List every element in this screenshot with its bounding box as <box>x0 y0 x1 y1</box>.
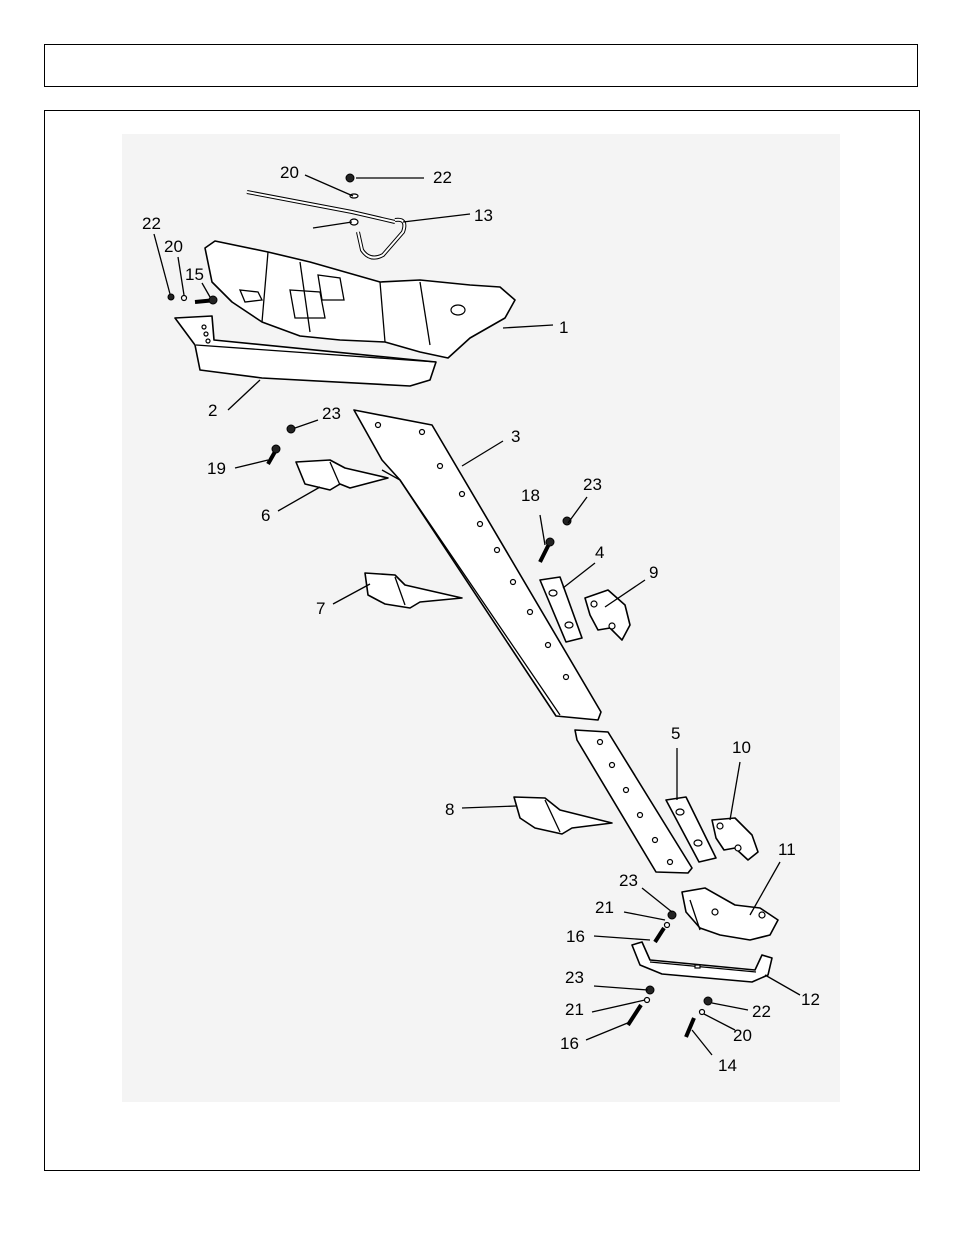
callout-19: 19 <box>207 459 226 478</box>
callout-3: 3 <box>511 427 520 446</box>
part-3-upper-bar <box>353 409 602 721</box>
part-2-guard-angle <box>174 315 437 387</box>
diagram-frame <box>44 110 920 1171</box>
hardware <box>167 173 713 1038</box>
callout-16: 16 <box>560 1034 579 1053</box>
part-6-knife-section <box>295 459 389 491</box>
part-13-rod <box>246 190 407 260</box>
callout-7: 7 <box>316 599 325 618</box>
header-box <box>44 44 918 87</box>
part-5-plate <box>665 796 717 863</box>
part-8-knife-section <box>513 796 613 835</box>
part-11-outer-shoe <box>681 887 779 941</box>
part-4-plate <box>539 576 583 643</box>
callout-4: 4 <box>595 543 604 562</box>
part-1-shoe <box>204 240 516 359</box>
callout-2: 2 <box>208 401 217 420</box>
callout-5: 5 <box>671 724 680 743</box>
callout-23: 23 <box>565 968 584 987</box>
part-5-lower-bar <box>574 729 693 874</box>
leader-lines <box>153 174 801 1056</box>
callout-20: 20 <box>733 1026 752 1045</box>
callout-21: 21 <box>595 898 614 917</box>
callout-23: 23 <box>322 404 341 423</box>
callout-22: 22 <box>752 1002 771 1021</box>
part-9-bracket <box>584 589 631 641</box>
callout-22: 22 <box>433 168 452 187</box>
callout-15: 15 <box>185 265 204 284</box>
callout-20: 20 <box>164 237 183 256</box>
part-7-knife-section <box>364 572 463 609</box>
callout-13: 13 <box>474 206 493 225</box>
callout-23: 23 <box>619 871 638 890</box>
callout-1: 1 <box>559 318 568 337</box>
callout-22: 22 <box>142 214 161 233</box>
callout-10: 10 <box>732 738 751 757</box>
callout-18: 18 <box>521 486 540 505</box>
callout-11: 11 <box>778 840 796 859</box>
callout-8: 8 <box>445 800 454 819</box>
callout-23: 23 <box>583 475 602 494</box>
callout-16: 16 <box>566 927 585 946</box>
part-12-skid <box>631 941 773 983</box>
callout-20: 20 <box>280 163 299 182</box>
callout-12: 12 <box>801 990 820 1009</box>
callout-labels: 20 22 13 22 20 15 1 2 23 3 19 6 18 23 4 … <box>142 163 820 1075</box>
part-10-bracket <box>711 817 759 861</box>
callout-6: 6 <box>261 506 270 525</box>
callout-21: 21 <box>565 1000 584 1019</box>
callout-9: 9 <box>649 563 658 582</box>
callout-14: 14 <box>718 1056 737 1075</box>
